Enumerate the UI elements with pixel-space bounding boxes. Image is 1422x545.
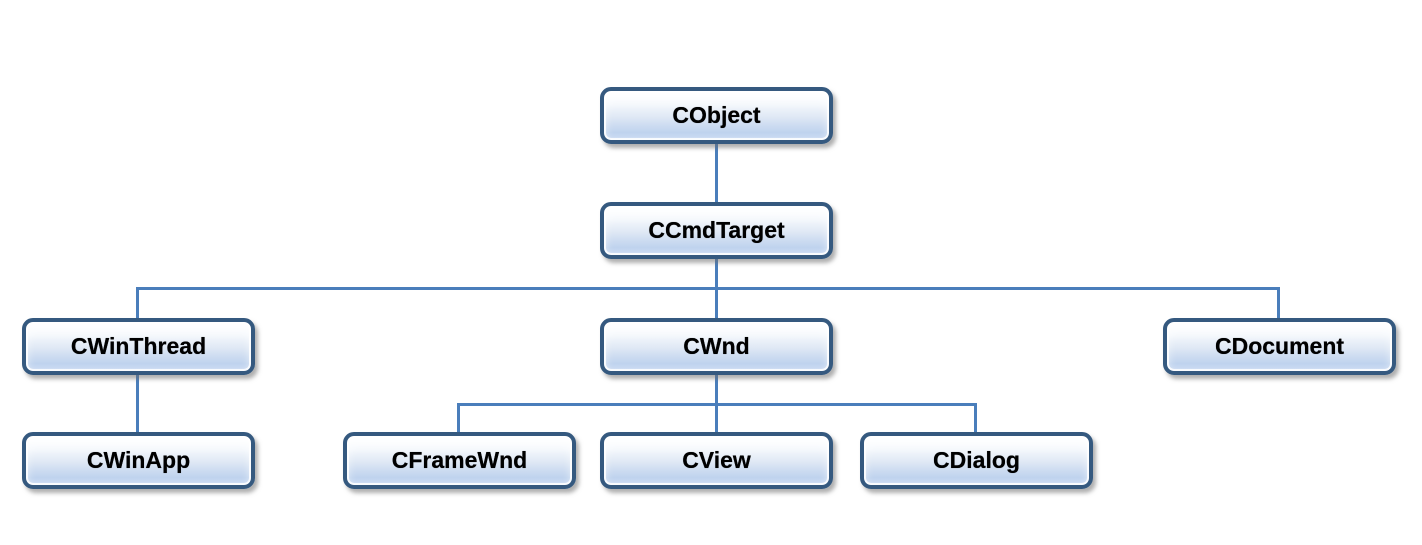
node-cdialog: CDialog (860, 432, 1093, 489)
node-label: CObject (672, 102, 761, 128)
node-label: CDocument (1214, 333, 1345, 359)
node-label: CWinThread (70, 333, 207, 359)
node-cview: CView (600, 432, 833, 489)
connector-cobject-ccmdtarget (715, 144, 718, 204)
node-label: CWnd (683, 333, 750, 359)
connector-cwinthread-cwinapp (136, 375, 139, 433)
node-cframewnd: CFrameWnd (343, 432, 576, 489)
node-label: CWinApp (86, 447, 191, 473)
node-ccmdtarget: CCmdTarget (600, 202, 833, 259)
node-label: CFrameWnd (391, 447, 528, 473)
connector-rail-ccmdtarget-children (136, 287, 1280, 290)
node-cdocument: CDocument (1163, 318, 1396, 375)
node-cwnd: CWnd (600, 318, 833, 375)
node-label: CCmdTarget (648, 217, 785, 243)
connector-rail-cwnd-children (457, 403, 977, 406)
node-label: CDialog (933, 447, 1020, 473)
connector-rail2-cframewnd (457, 403, 460, 433)
node-label: CView (682, 447, 751, 473)
node-cwinthread: CWinThread (22, 318, 255, 375)
connector-rail1-cwinthread (136, 287, 139, 319)
node-cwinapp: CWinApp (22, 432, 255, 489)
connector-rail1-cdocument (1277, 287, 1280, 319)
node-cobject: CObject (600, 87, 833, 144)
connector-rail2-cdialog (974, 403, 977, 433)
